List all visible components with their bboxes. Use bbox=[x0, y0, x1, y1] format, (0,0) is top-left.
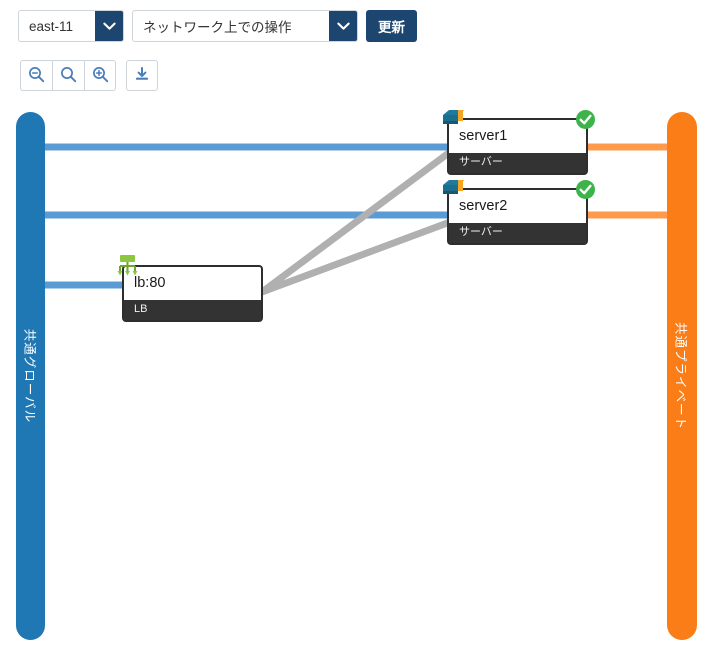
network-diagram-canvas[interactable]: 共通グローバル 共通プライベート server1 サーバー bbox=[0, 100, 728, 665]
status-check-icon bbox=[575, 179, 596, 200]
load-balancer-icon bbox=[115, 254, 141, 276]
node-server1-type: サーバー bbox=[449, 152, 586, 174]
edge-lb-server1 bbox=[259, 149, 453, 295]
node-server1[interactable]: server1 サーバー bbox=[443, 110, 595, 176]
edge-lb-server2 bbox=[260, 218, 452, 296]
zone-select-value: east-11 bbox=[29, 18, 74, 34]
zone-bar-global-label: 共通グローバル bbox=[22, 328, 36, 424]
zoom-out-button[interactable] bbox=[20, 60, 52, 91]
zone-bar-private-label: 共通プライベート bbox=[673, 321, 688, 431]
zone-bar-private[interactable]: 共通プライベート bbox=[667, 112, 697, 640]
status-check-icon bbox=[575, 109, 596, 130]
node-server2-title: server2 bbox=[459, 198, 508, 214]
chevron-down-icon[interactable] bbox=[329, 11, 357, 41]
zoom-in-icon bbox=[92, 66, 109, 86]
download-button[interactable] bbox=[126, 60, 158, 91]
zoom-reset-button[interactable] bbox=[52, 60, 84, 91]
server-icon bbox=[440, 107, 466, 129]
network-action-select-value: ネットワーク上での操作 bbox=[143, 20, 292, 35]
node-lb-title: lb:80 bbox=[134, 275, 166, 291]
zoom-in-button[interactable] bbox=[84, 60, 116, 91]
network-action-select[interactable]: ネットワーク上での操作 bbox=[132, 10, 358, 42]
zoom-button-group bbox=[20, 60, 116, 91]
update-button[interactable]: 更新 bbox=[366, 10, 417, 42]
node-server2[interactable]: server2 サーバー bbox=[443, 180, 595, 246]
magnifier-icon bbox=[60, 66, 77, 86]
download-icon bbox=[134, 66, 150, 85]
zoom-out-icon bbox=[28, 66, 45, 86]
server-icon bbox=[440, 177, 466, 199]
node-lb-type: LB bbox=[124, 299, 261, 321]
zone-select[interactable]: east-11 bbox=[18, 10, 124, 42]
chevron-down-icon[interactable] bbox=[95, 11, 123, 41]
zone-bar-global[interactable]: 共通グローバル bbox=[16, 112, 45, 640]
controls-bar: east-11 ネットワーク上での操作 更新 bbox=[18, 10, 417, 42]
node-server1-title: server1 bbox=[459, 128, 508, 144]
zoom-toolbar bbox=[20, 60, 158, 91]
node-lb[interactable]: lb:80 LB bbox=[117, 255, 263, 323]
node-server2-type: サーバー bbox=[449, 222, 586, 244]
diagram-edges bbox=[45, 143, 672, 296]
